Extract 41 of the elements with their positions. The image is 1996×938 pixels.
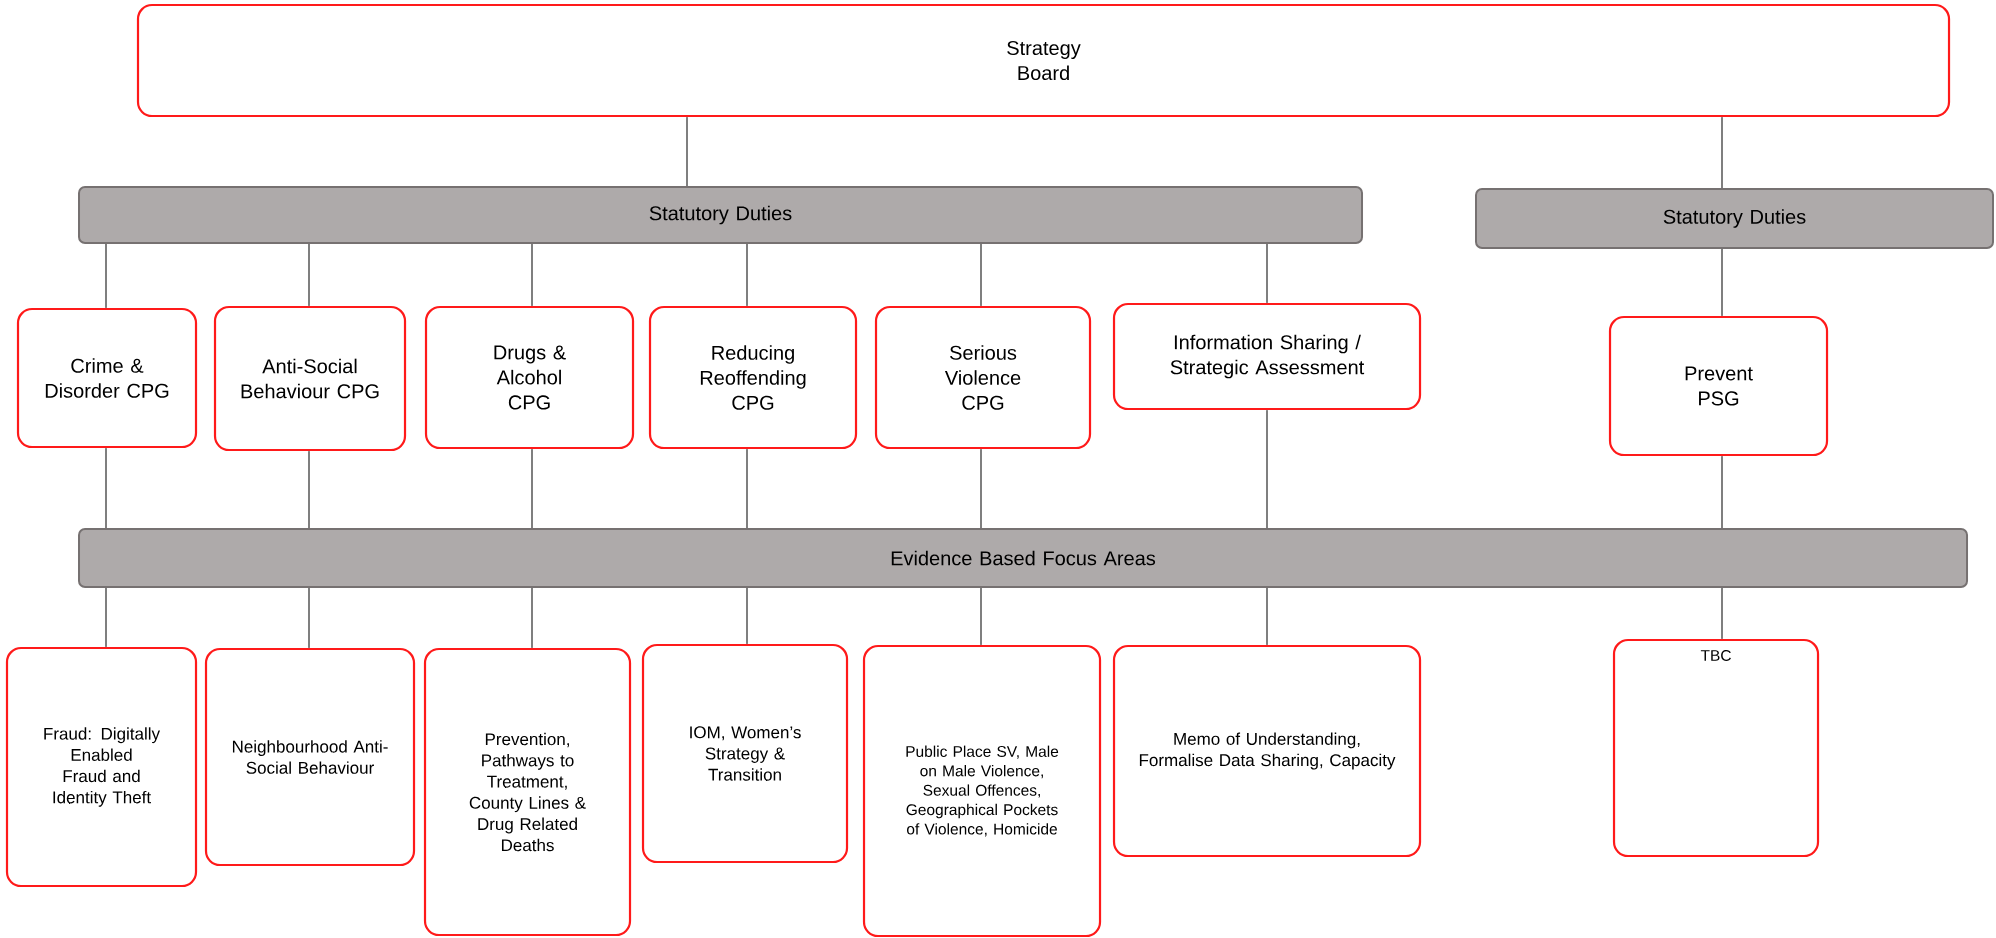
connector-line <box>531 448 533 529</box>
connector-line <box>1721 587 1723 640</box>
rounded-box: Public Place SV, Male on Male Violence, Sexual Offences, Geographical Pockets of Violence, Homicide <box>862 644 1102 938</box>
rounded-box: Memo of Understanding, Formalise Data Sharing, Capacity <box>1112 644 1422 858</box>
connector-line <box>531 243 533 307</box>
connector-line <box>686 116 688 187</box>
connector-line <box>1266 243 1268 304</box>
rounded-box: Serious Violence CPG <box>874 305 1092 450</box>
connector-line <box>105 447 107 529</box>
connector-line <box>1266 409 1268 529</box>
connector-line <box>1721 248 1723 317</box>
connector-line <box>308 243 310 307</box>
rounded-box: Fraud: Digitally Enabled Fraud and Identity Theft <box>5 646 198 888</box>
connector-line <box>746 448 748 529</box>
connector-line <box>980 448 982 529</box>
rounded-box: IOM, Women’s Strategy & Transition <box>641 643 849 864</box>
connector-line <box>308 450 310 529</box>
rounded-box: Anti-Social Behaviour CPG <box>213 305 407 452</box>
rounded-box: Neighbourhood Anti-Social Behaviour <box>204 647 416 867</box>
connector-line <box>746 587 748 645</box>
connector-line <box>1721 116 1723 189</box>
rounded-box: Reducing Reoffending CPG <box>648 305 858 450</box>
header-bar: Statutory Duties <box>78 186 1363 244</box>
rounded-box: Prevention, Pathways to Treatment, County Lines & Drug Related Deaths <box>423 647 632 937</box>
rounded-box: TBC <box>1612 638 1820 858</box>
connector-line <box>1721 455 1723 529</box>
connector-line <box>531 587 533 649</box>
rounded-box: Drugs & Alcohol CPG <box>424 305 635 450</box>
connector-line <box>980 243 982 307</box>
connector-line <box>980 587 982 646</box>
rounded-box: Crime & Disorder CPG <box>16 307 198 449</box>
rounded-box: Strategy Board <box>136 3 1951 118</box>
connector-line <box>308 587 310 649</box>
connector-line <box>1266 587 1268 646</box>
connector-line <box>105 587 107 648</box>
connector-line <box>105 243 107 309</box>
header-bar: Evidence Based Focus Areas <box>78 528 1968 588</box>
rounded-box: Prevent PSG <box>1608 315 1829 457</box>
header-bar: Statutory Duties <box>1475 188 1994 249</box>
connector-line <box>746 243 748 307</box>
rounded-box: Information Sharing / Strategic Assessment <box>1112 302 1422 411</box>
